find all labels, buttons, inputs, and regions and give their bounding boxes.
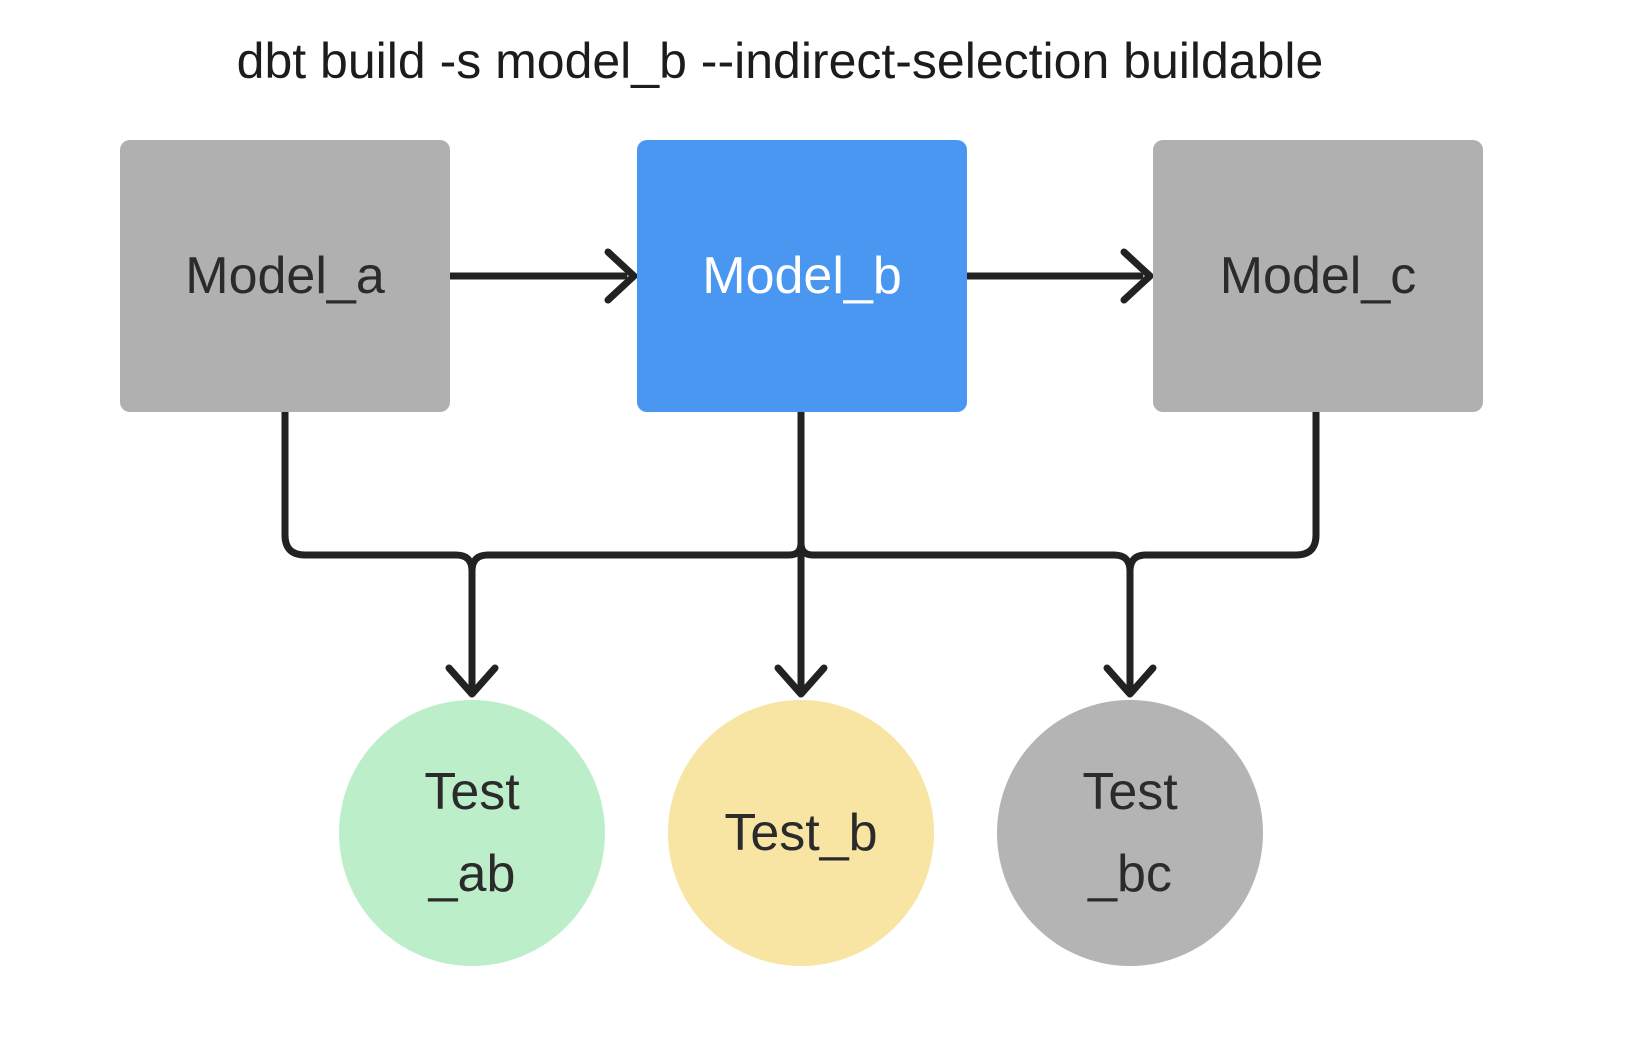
node-test-ab-label-line1: Test bbox=[424, 763, 520, 821]
arrowhead-test-b-icon bbox=[774, 664, 828, 698]
edge-bus-right bbox=[797, 539, 1134, 575]
node-test-bc-label-line2: _bc bbox=[1088, 845, 1172, 903]
arrowhead-model-c-icon bbox=[1120, 248, 1154, 304]
node-model-a-label: Model_a bbox=[185, 247, 385, 305]
arrowhead-test-ab-icon bbox=[445, 664, 499, 698]
node-model-c: Model_c bbox=[1153, 140, 1483, 412]
edge-bus-left bbox=[484, 539, 805, 559]
diagram-title: dbt build -s model_b --indirect-selectio… bbox=[236, 33, 1324, 89]
edge-model-a-to-test-ab bbox=[281, 408, 476, 690]
node-model-c-label: Model_c bbox=[1219, 247, 1417, 305]
arrowhead-test-bc-icon bbox=[1103, 664, 1157, 698]
node-test-b: Test_b bbox=[668, 700, 934, 966]
node-test-ab-label-line2: _ab bbox=[428, 845, 516, 903]
edge-model-b-to-test-ab bbox=[468, 551, 492, 575]
arrowhead-model-b-icon bbox=[604, 248, 638, 304]
node-test-ab: Test _ab bbox=[339, 700, 605, 966]
edge-model-c-to-test-bc bbox=[1126, 408, 1320, 575]
node-model-a: Model_a bbox=[120, 140, 450, 412]
node-test-b-label: Test_b bbox=[724, 804, 878, 862]
node-model-b-label: Model_b bbox=[702, 247, 902, 305]
node-model-b: Model_b bbox=[637, 140, 967, 412]
node-test-bc: Test _bc bbox=[997, 700, 1263, 966]
node-test-bc-label-line1: Test bbox=[1082, 763, 1178, 821]
